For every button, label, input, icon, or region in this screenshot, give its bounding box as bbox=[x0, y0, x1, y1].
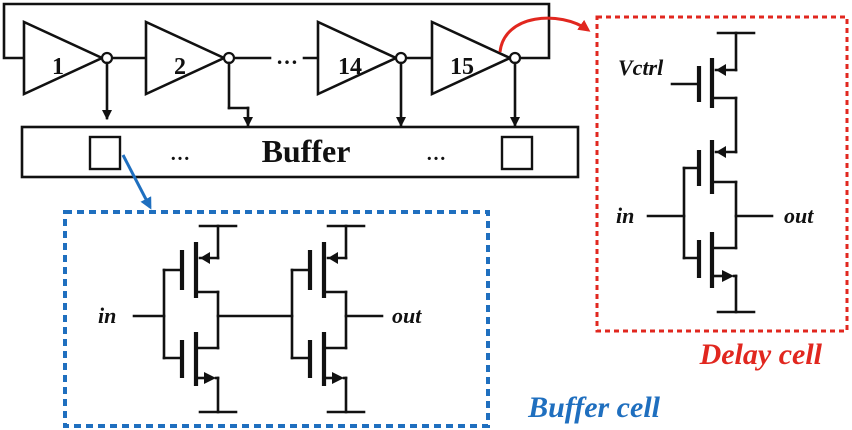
buffer-in-label: in bbox=[98, 303, 116, 328]
inverter-stage-2: 2 bbox=[144, 19, 236, 97]
stage-label-15: 15 bbox=[450, 54, 474, 80]
ring-oscillator: 1 2 … 14 15 bbox=[2, 2, 551, 127]
inverter-bubble bbox=[394, 51, 408, 65]
buffer-cell-frame bbox=[63, 210, 490, 428]
delay-cell-callout-arrow bbox=[498, 16, 591, 53]
delay-cell: Vctrl in out Delay cell bbox=[595, 15, 849, 371]
buffer-cell-title: Buffer cell bbox=[527, 391, 661, 424]
inverter-stage-15: 15 bbox=[430, 19, 522, 97]
inverter-bubble bbox=[100, 51, 114, 65]
buffer-inverter-a bbox=[162, 224, 238, 414]
inv-pmos-arrow bbox=[716, 146, 726, 158]
ctrl-pmos-arrow bbox=[716, 64, 726, 76]
inv-nmos-arrow bbox=[722, 270, 734, 282]
delay-out-label: out bbox=[784, 203, 814, 228]
buffer-cell-box-last bbox=[500, 135, 534, 171]
buffer-out-label: out bbox=[392, 303, 422, 328]
stage-label-1: 1 bbox=[52, 54, 64, 80]
buffer-inverter-b bbox=[290, 224, 366, 414]
buffer-ellipsis-left: … bbox=[170, 143, 190, 165]
buffer-cell-box-first bbox=[88, 135, 122, 171]
buffer-cell-callout-arrow bbox=[121, 154, 152, 210]
inverter-stage-1: 1 bbox=[22, 19, 114, 97]
buffer-label: Buffer bbox=[262, 133, 351, 169]
inverter-bubble bbox=[508, 51, 522, 65]
inverter-bubble bbox=[222, 51, 236, 65]
feedback-wire bbox=[2, 2, 551, 60]
vctrl-label: Vctrl bbox=[618, 55, 664, 80]
buffer-ellipsis-right: … bbox=[426, 143, 446, 165]
buffer-cell: in out Buffer cell bbox=[63, 210, 661, 428]
delay-cell-title: Delay cell bbox=[699, 338, 823, 371]
inverter-stage-14: 14 bbox=[316, 19, 408, 97]
stage-label-14: 14 bbox=[338, 54, 362, 80]
ring-ellipsis: … bbox=[276, 44, 298, 69]
stage-label-2: 2 bbox=[174, 54, 186, 80]
delay-cell-frame bbox=[595, 15, 849, 333]
buffer-bar: … Buffer … bbox=[20, 125, 580, 179]
delay-in-label: in bbox=[616, 203, 634, 228]
